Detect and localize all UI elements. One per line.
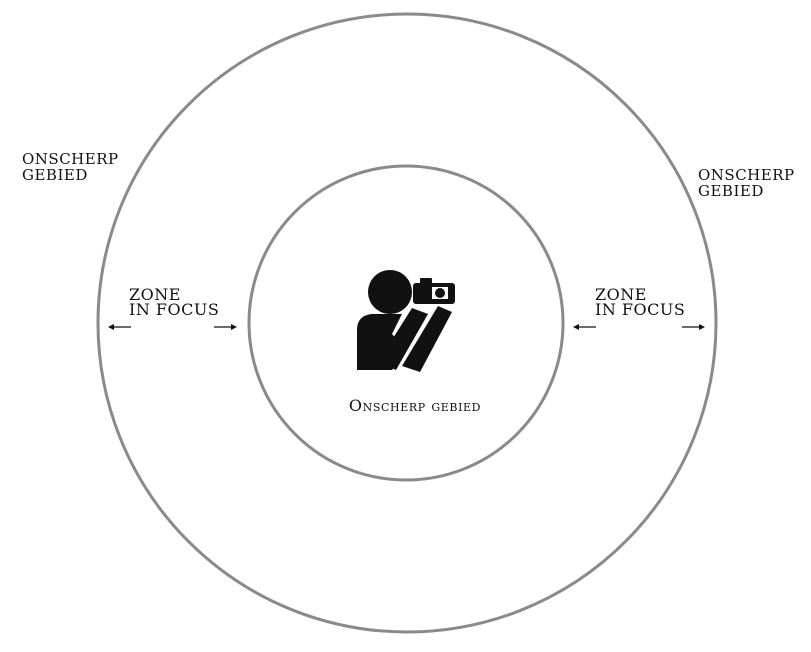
zone-right-label-line2: IN FOCUS [595,300,686,319]
outer-circle [96,12,718,634]
arrow-left-icon [108,324,131,330]
photographer-icon [357,270,455,372]
arrow-right-icon [682,324,705,330]
outer-right-label: ONSCHERP GEBIED [698,167,795,199]
arrow-left-icon [573,324,596,330]
zone-left-label-line1: ZONE [129,285,181,304]
outer-right-label-line1: ONSCHERP [698,166,795,184]
outer-right-label-line2: GEBIED [698,182,764,200]
outer-left-label-line2: GEBIED [22,166,88,184]
zone-left-label-line2: IN FOCUS [129,300,220,319]
zone-right-label-line1: ZONE [595,285,647,304]
zone-right-label: ZONE IN FOCUS [595,285,686,319]
inner-circle [247,164,565,482]
center-label: Onscherp gebied [348,396,482,415]
zone-left-label: ZONE IN FOCUS [129,285,220,319]
outer-left-label: ONSCHERP GEBIED [22,151,119,183]
outer-left-label-line1: ONSCHERP [22,150,119,168]
arrow-right-icon [214,324,237,330]
